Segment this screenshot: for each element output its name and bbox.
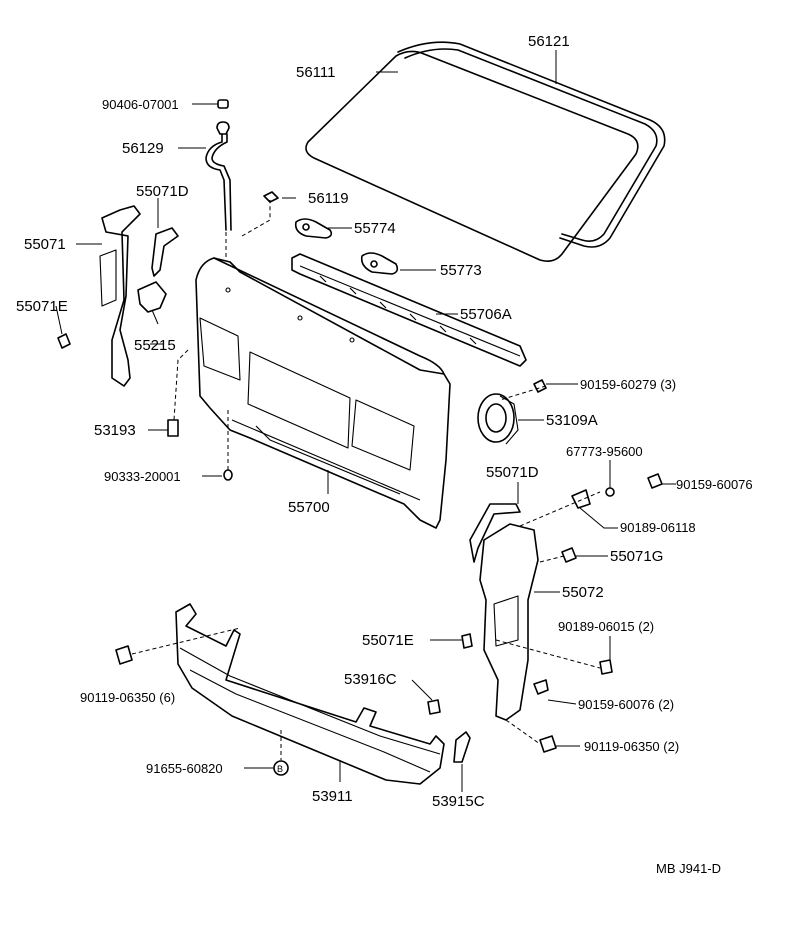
clip-90189-06015 (599, 659, 613, 675)
brace-55072 (479, 523, 539, 721)
label-55072: 55072 (562, 584, 604, 601)
label-53915C: 53915C (432, 793, 485, 810)
label-53193: 53193 (94, 422, 136, 439)
clip-55071G (561, 547, 577, 563)
label-90189-06118: 90189-06118 (620, 520, 696, 535)
label-90159-60279: 90159-60279 (3) (580, 377, 676, 392)
windshield-moulding (397, 41, 666, 248)
label-55071E-right: 55071E (362, 632, 414, 649)
hinge-55774 (294, 218, 333, 239)
label-55071G: 55071G (610, 548, 663, 565)
label-53916C: 53916C (344, 671, 397, 688)
bolt-90159-60279 (533, 379, 547, 393)
grommet-53109A (477, 393, 519, 445)
label-55071: 55071 (24, 236, 66, 253)
label-90159-60076-a: 90159-60076 (676, 477, 753, 492)
bracket-53915C (453, 731, 471, 763)
hinge-55773 (360, 252, 399, 275)
label-91655-60820: 91655-60820 (146, 761, 223, 776)
brace-55071D-right (469, 503, 521, 563)
label-55071D-right: 55071D (486, 464, 539, 481)
clip-55071E-right (461, 633, 473, 649)
footer-code: MB J941-D (656, 861, 721, 876)
windshield-glass (305, 50, 639, 262)
clip-55071E-left (57, 333, 71, 349)
label-55774: 55774 (354, 220, 396, 237)
label-55706A: 55706A (460, 306, 512, 323)
clip-90189-06118 (571, 489, 591, 509)
label-90119-06350-b: 90119-06350 (2) (584, 739, 679, 754)
upper-panel-55706A (291, 253, 527, 367)
bracket-55215 (137, 281, 167, 313)
brace-55071D-left (151, 227, 179, 277)
plug-90333 (223, 469, 233, 481)
label-67773-95600: 67773-95600 (566, 444, 643, 459)
label-53911: 53911 (312, 788, 353, 805)
washer-nozzle (216, 99, 230, 135)
svg-text:B: B (277, 764, 283, 774)
label-90119-06350-a: 90119-06350 (6) (80, 690, 175, 705)
bumper-53911 (175, 603, 445, 785)
label-53109A: 53109A (546, 412, 598, 429)
bolt-90159-60076-a (647, 473, 663, 489)
label-90159-60076-b: 90159-60076 (2) (578, 697, 674, 712)
label-55071E-left: 55071E (16, 298, 68, 315)
emblem-91655: B (273, 760, 289, 776)
label-55215: 55215 (134, 337, 176, 354)
label-55700: 55700 (288, 499, 330, 516)
label-55773: 55773 (440, 262, 482, 279)
bolt-90159-60076-b (533, 679, 549, 695)
dash-panel-55700 (195, 257, 451, 529)
washer-hose (205, 133, 232, 231)
bracket-53916C (427, 699, 441, 715)
brace-55071 (99, 205, 141, 387)
label-90333-20001: 90333-20001 (104, 469, 181, 484)
label-55071D-left: 55071D (136, 183, 189, 200)
label-56111: 56111 (296, 64, 336, 81)
clip-53193 (167, 419, 179, 437)
label-90189-06015: 90189-06015 (2) (558, 619, 654, 634)
bolt-90119-06350-b (539, 735, 557, 753)
part-labels: 56121 56111 90406-07001 56129 56119 5507… (16, 33, 753, 876)
label-56119: 56119 (308, 190, 349, 207)
leader-lines (55, 50, 676, 792)
clip-67773 (605, 487, 615, 497)
label-90406-07001: 90406-07001 (102, 97, 179, 112)
label-56121: 56121 (528, 33, 570, 50)
clip-56119 (263, 191, 279, 203)
label-56129: 56129 (122, 140, 164, 157)
bolt-90119-06350-a (115, 645, 133, 665)
assembly-lines (131, 200, 601, 760)
